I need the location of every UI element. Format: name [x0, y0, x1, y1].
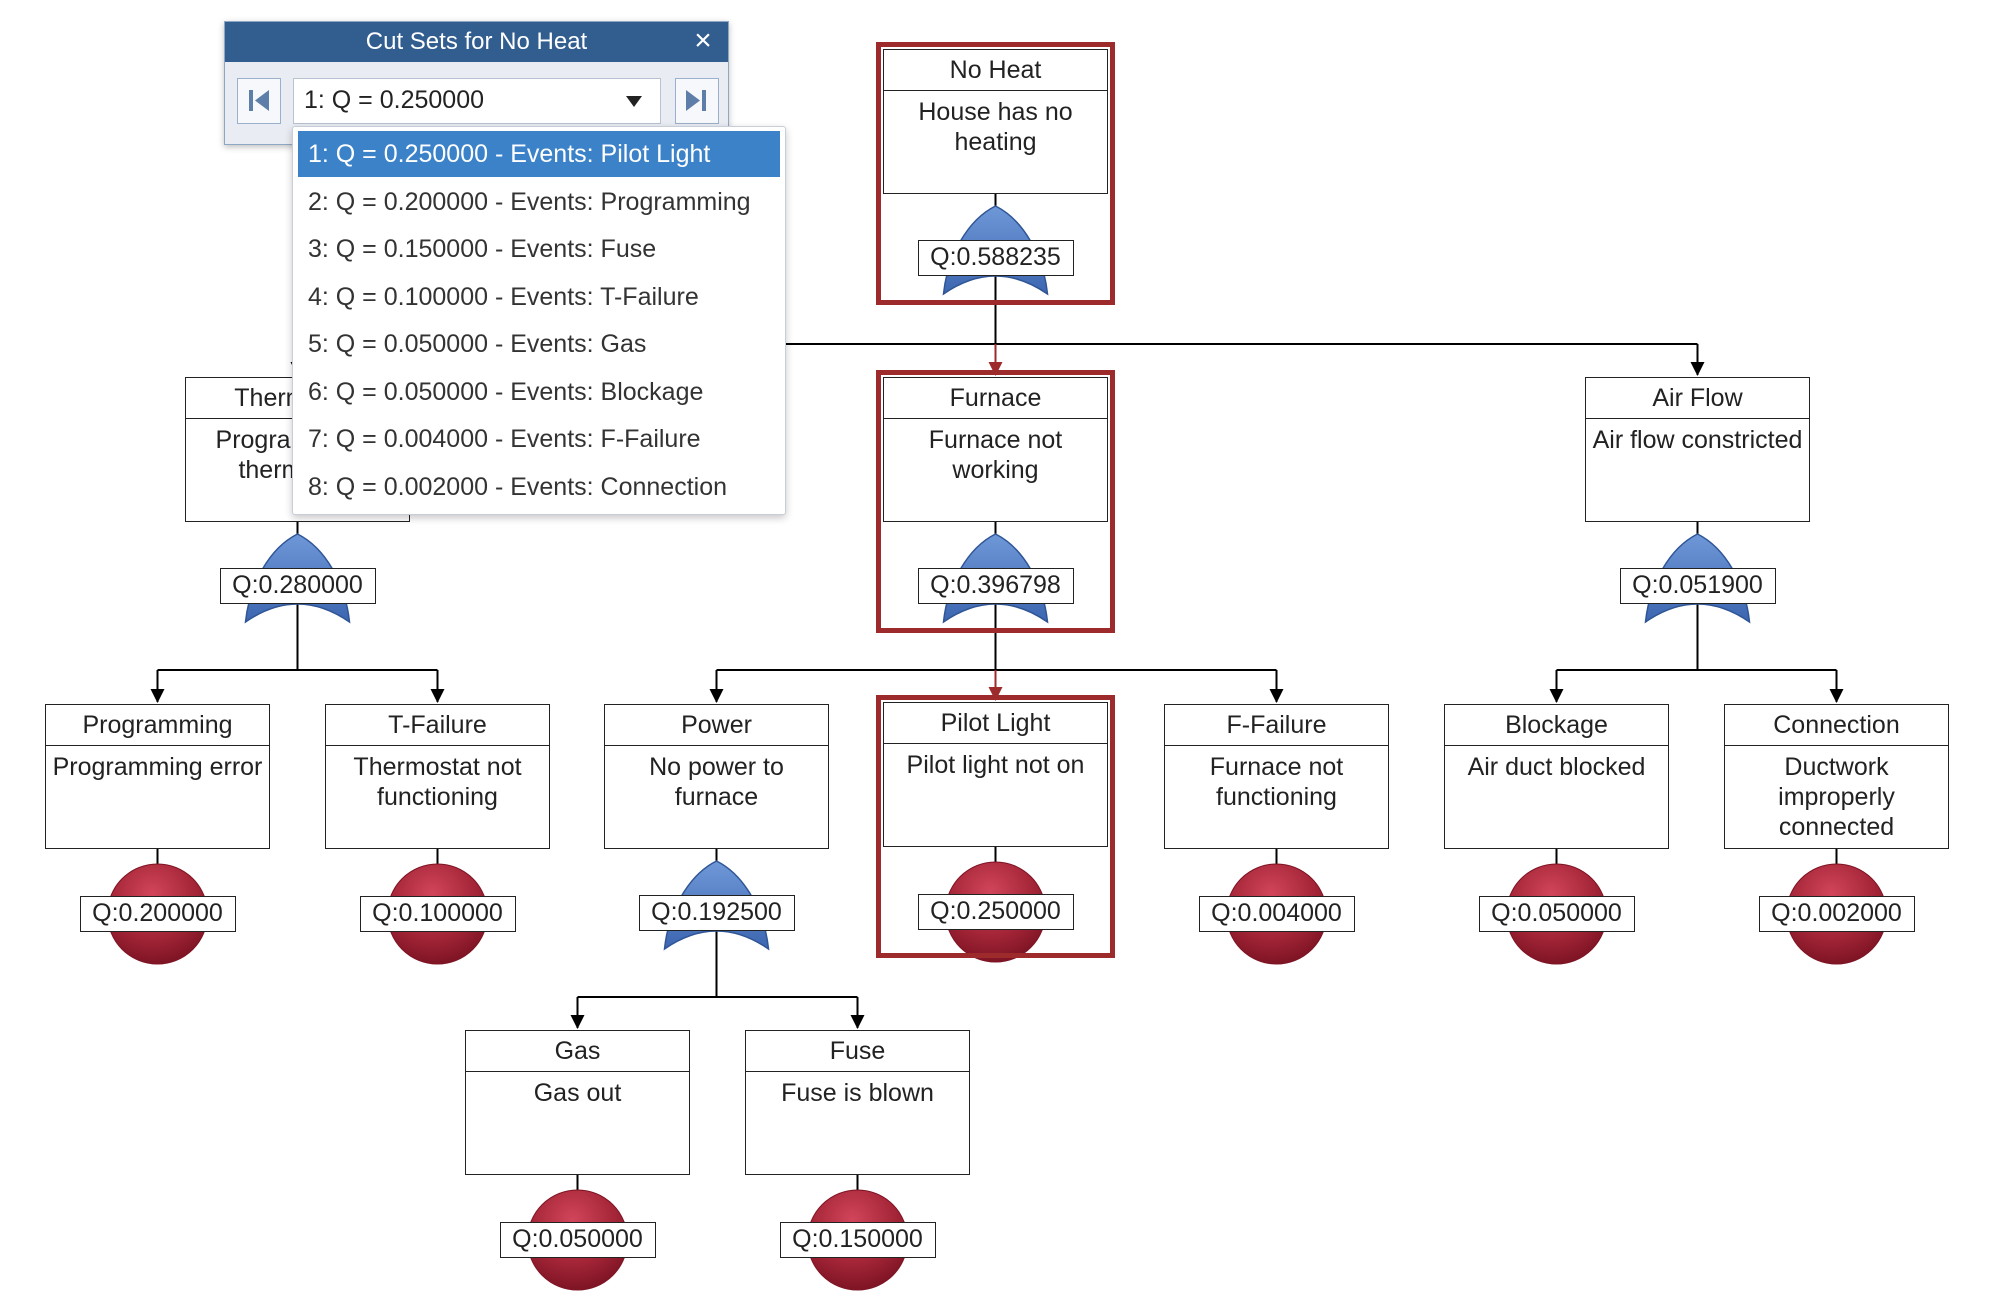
probability-label: Q:0.050000: [499, 1222, 656, 1258]
cut-set-option[interactable]: 4: Q = 0.100000 - Events: T-Failure: [308, 282, 699, 311]
first-cut-set-button[interactable]: [237, 78, 281, 124]
probability-label: Q:0.002000: [1758, 896, 1915, 932]
event-node-power[interactable]: Power No power to furnace: [604, 704, 829, 849]
cut-set-highlight: [876, 370, 1115, 633]
cut-set-select[interactable]: 1: Q = 0.250000: [293, 78, 661, 124]
event-description: Thermostat not functioning: [353, 753, 522, 811]
event-title: Blockage: [1445, 705, 1668, 746]
event-description: No power to furnace: [649, 753, 784, 811]
event-description: Furnace not working: [928, 426, 1063, 484]
chevron-down-icon: [626, 96, 642, 107]
dialog-title: Cut Sets for No Heat: [365, 28, 588, 55]
event-title: Fuse: [746, 1031, 969, 1072]
probability-label: Q:0.051900: [1619, 568, 1776, 604]
probability-label: Q:0.150000: [779, 1222, 936, 1258]
event-description: House has no heating: [918, 98, 1073, 156]
event-title: Programming: [46, 705, 269, 746]
event-description: Air duct blocked: [1467, 753, 1646, 781]
event-description: Ductwork improperly connected: [1778, 753, 1895, 841]
probability-label: Q:0.396798: [917, 568, 1074, 604]
event-description: Fuse is blown: [781, 1079, 934, 1107]
probability-label: Q:0.192500: [638, 895, 795, 931]
cut-set-option[interactable]: 1: Q = 0.250000 - Events: Pilot Light: [298, 131, 780, 177]
event-title: Connection: [1725, 705, 1948, 746]
cut-set-option[interactable]: 6: Q = 0.050000 - Events: Blockage: [308, 377, 704, 406]
event-title: Pilot Light: [884, 703, 1107, 744]
event-description: Furnace not functioning: [1209, 753, 1344, 811]
cut-set-select-value: 1: Q = 0.250000: [304, 86, 485, 114]
probability-label: Q:0.250000: [917, 894, 1074, 930]
probability-label: Q:0.280000: [219, 568, 376, 604]
cut-set-option[interactable]: 2: Q = 0.200000 - Events: Programming: [308, 187, 751, 216]
first-page-icon: [249, 90, 269, 111]
cut-set-option[interactable]: 5: Q = 0.050000 - Events: Gas: [308, 330, 647, 358]
cut-set-option[interactable]: 8: Q = 0.002000 - Events: Connection: [308, 472, 728, 501]
cut-set-dropdown-list: 1: Q = 0.250000 - Events: Pilot Light 2: …: [292, 126, 786, 515]
event-title: Gas: [466, 1031, 689, 1072]
probability-label: Q:0.588235: [917, 240, 1074, 276]
probability-label: Q:0.100000: [359, 896, 516, 932]
event-title: Furnace: [884, 378, 1107, 419]
event-title: Power: [605, 705, 828, 746]
cut-set-highlight: [876, 695, 1115, 958]
event-title: F-Failure: [1165, 705, 1388, 746]
event-title: Air Flow: [1586, 378, 1809, 419]
cut-sets-dialog: Cut Sets for No Heat × 1: Q = 0.250000: [224, 21, 729, 145]
last-page-icon: [686, 90, 706, 111]
close-icon[interactable]: ×: [694, 24, 712, 57]
event-description: Pilot light not on: [906, 751, 1085, 779]
event-description: Programming error: [52, 753, 263, 781]
probability-label: Q:0.004000: [1198, 896, 1355, 932]
dialog-titlebar: Cut Sets for No Heat ×: [225, 22, 728, 62]
cut-set-option[interactable]: 3: Q = 0.150000 - Events: Fuse: [308, 235, 657, 263]
last-cut-set-button[interactable]: [675, 78, 719, 124]
probability-label: Q:0.200000: [79, 896, 236, 932]
event-title: No Heat: [884, 50, 1107, 91]
event-description: Air flow constricted: [1592, 426, 1803, 454]
probability-label: Q:0.050000: [1478, 896, 1635, 932]
event-title: T-Failure: [326, 705, 549, 746]
cut-set-option[interactable]: 7: Q = 0.004000 - Events: F-Failure: [308, 425, 701, 453]
cut-set-highlight: [876, 42, 1115, 305]
event-description: Gas out: [533, 1079, 622, 1107]
